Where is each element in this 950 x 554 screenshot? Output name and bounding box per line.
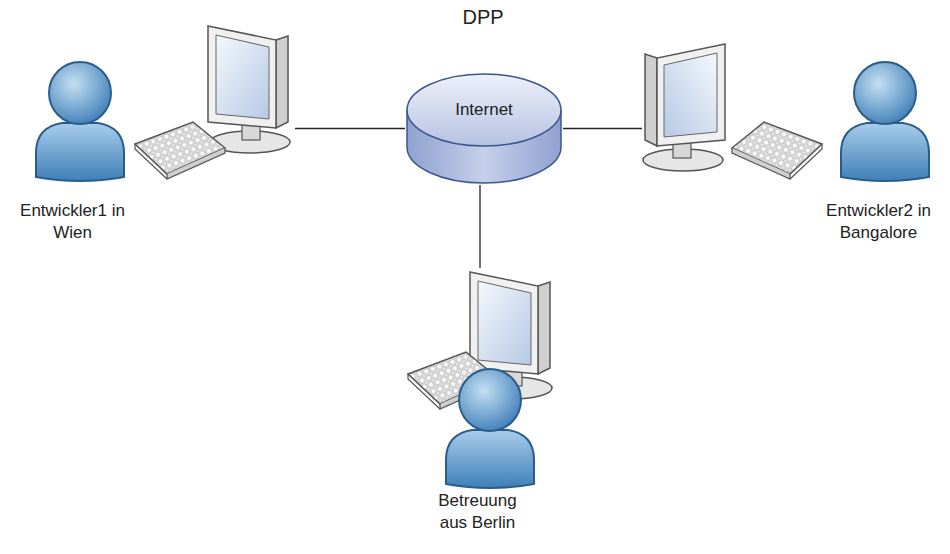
- monitor-icon: [643, 44, 725, 171]
- network-link: [295, 128, 405, 129]
- network-cylinder: Internet: [405, 72, 563, 185]
- person-icon: [841, 62, 929, 181]
- network-link: [563, 128, 642, 129]
- person-icon: [36, 62, 124, 181]
- diagram-title: DPP: [433, 6, 533, 29]
- workstation-group: Betreuung aus Berlin: [405, 268, 555, 550]
- monitor-icon: [208, 26, 290, 153]
- node-label: Entwickler2 in Bangalore: [826, 200, 931, 244]
- keyboard-icon: [732, 122, 822, 179]
- node-label: Internet: [405, 99, 563, 121]
- workstation-group: Entwickler1 in Wien: [10, 15, 295, 250]
- node-label: Betreuung aus Berlin: [425, 490, 530, 534]
- person-icon: [446, 369, 534, 488]
- workstation-group: Entwickler2 in Bangalore: [642, 15, 945, 250]
- keyboard-icon: [135, 122, 225, 179]
- network-link: [479, 185, 480, 268]
- node-label: Entwickler1 in Wien: [20, 200, 125, 244]
- cylinder-outline: [405, 72, 563, 185]
